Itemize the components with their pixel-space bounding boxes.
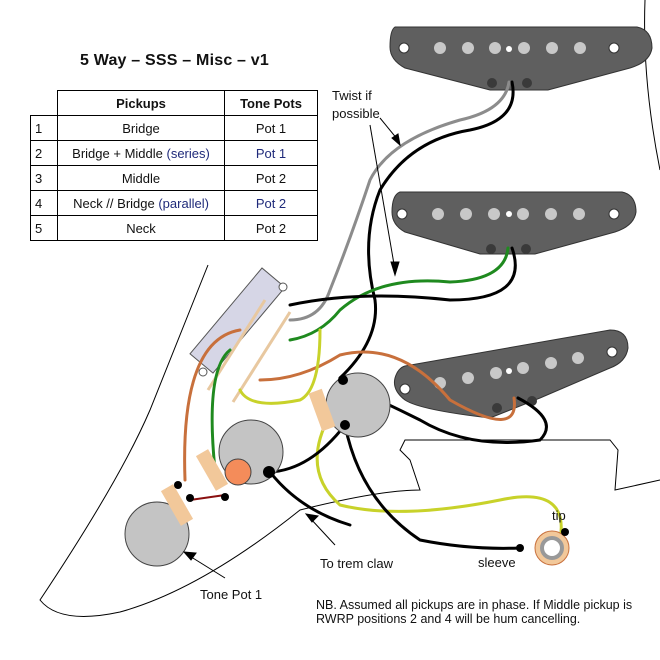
position-number: 3 [30,165,58,191]
wires [183,80,563,550]
table-row: 2 Bridge + Middle (series) Pot 1 [30,140,318,166]
position-number: 2 [30,140,58,166]
pickups-text: Bridge + Middle [72,145,167,161]
position-number: 5 [30,215,58,241]
pickguard-outline [39,264,660,617]
volume-pot [308,372,391,438]
pickups-text: Neck [126,220,156,236]
wire-orange-loop [183,328,242,482]
sleeve-label: sleeve [478,555,516,570]
wire-neck-black [338,80,515,380]
pickups-text: Middle [121,170,161,186]
wire-green-loop [210,348,232,472]
table-row: 1 Bridge Pot 1 [30,115,318,141]
tone-pot-1 [124,481,229,567]
tone-pot-cell: Pot 1 [224,140,318,166]
bridge-pickup [394,329,629,419]
pickups-note: (series) [166,145,210,161]
output-jack [516,528,570,566]
pickups-cell: Bridge + Middle (series) [57,140,225,166]
table-header-row: Pickups Tone Pots [30,90,318,116]
pickups-cell: Neck [57,215,225,241]
switch-positions-table: Pickups Tone Pots 1 Bridge Pot 1 2 Bridg… [30,90,318,241]
table-row: 3 Middle Pot 2 [30,165,318,191]
pickups-cell: Neck // Bridge (parallel) [57,190,225,216]
five-way-switch [189,267,292,403]
wire-yellow-switch [238,328,322,405]
pickups-cell: Middle [57,165,225,191]
wire-black-vol-tone [268,423,347,474]
position-number: 1 [30,115,58,141]
trem-claw-label: To trem claw [320,556,393,571]
header-tone-pots: Tone Pots [224,90,318,116]
phase-note: NB. Assumed all pickups are in phase. If… [316,598,633,626]
table-row: 5 Neck Pot 2 [30,215,318,241]
wire-black-sleeve [343,423,522,550]
twist-label-2: possible [332,106,380,121]
wire-yellow-jack [315,413,563,542]
diagram-title: 5 Way – SSS – Misc – v1 [80,52,269,69]
tone-pot-cell: Pot 2 [224,215,318,241]
table-row: 4 Neck // Bridge (parallel) Pot 2 [30,190,318,216]
twist-label: Twist if [332,88,372,103]
pickups-cell: Bridge [57,115,225,141]
wire-middle-green [288,246,510,342]
position-number: 4 [30,190,58,216]
tone-pot-2 [195,419,284,491]
corner-cell [30,90,58,116]
annotation-arrows [182,117,401,579]
pickups-text: Neck // Bridge [73,195,159,211]
neck-pickup [389,26,653,91]
wire-trem [268,470,352,527]
tone-pot-1-label: Tone Pot 1 [200,587,263,602]
wire-red-tone [189,494,226,501]
tone-pot-cell: Pot 2 [224,165,318,191]
pickups-note: (parallel) [158,195,209,211]
tone-pot-cell: Pot 1 [224,115,318,141]
tip-label: tip [552,508,566,523]
middle-pickup [391,191,637,255]
wire-middle-black [288,246,517,307]
header-pickups: Pickups [57,90,225,116]
wire-bridge-orange [258,350,516,421]
tone-pot-cell: Pot 2 [224,190,318,216]
pickguard-edge-right [644,0,660,171]
pickups-text: Bridge [122,120,160,136]
